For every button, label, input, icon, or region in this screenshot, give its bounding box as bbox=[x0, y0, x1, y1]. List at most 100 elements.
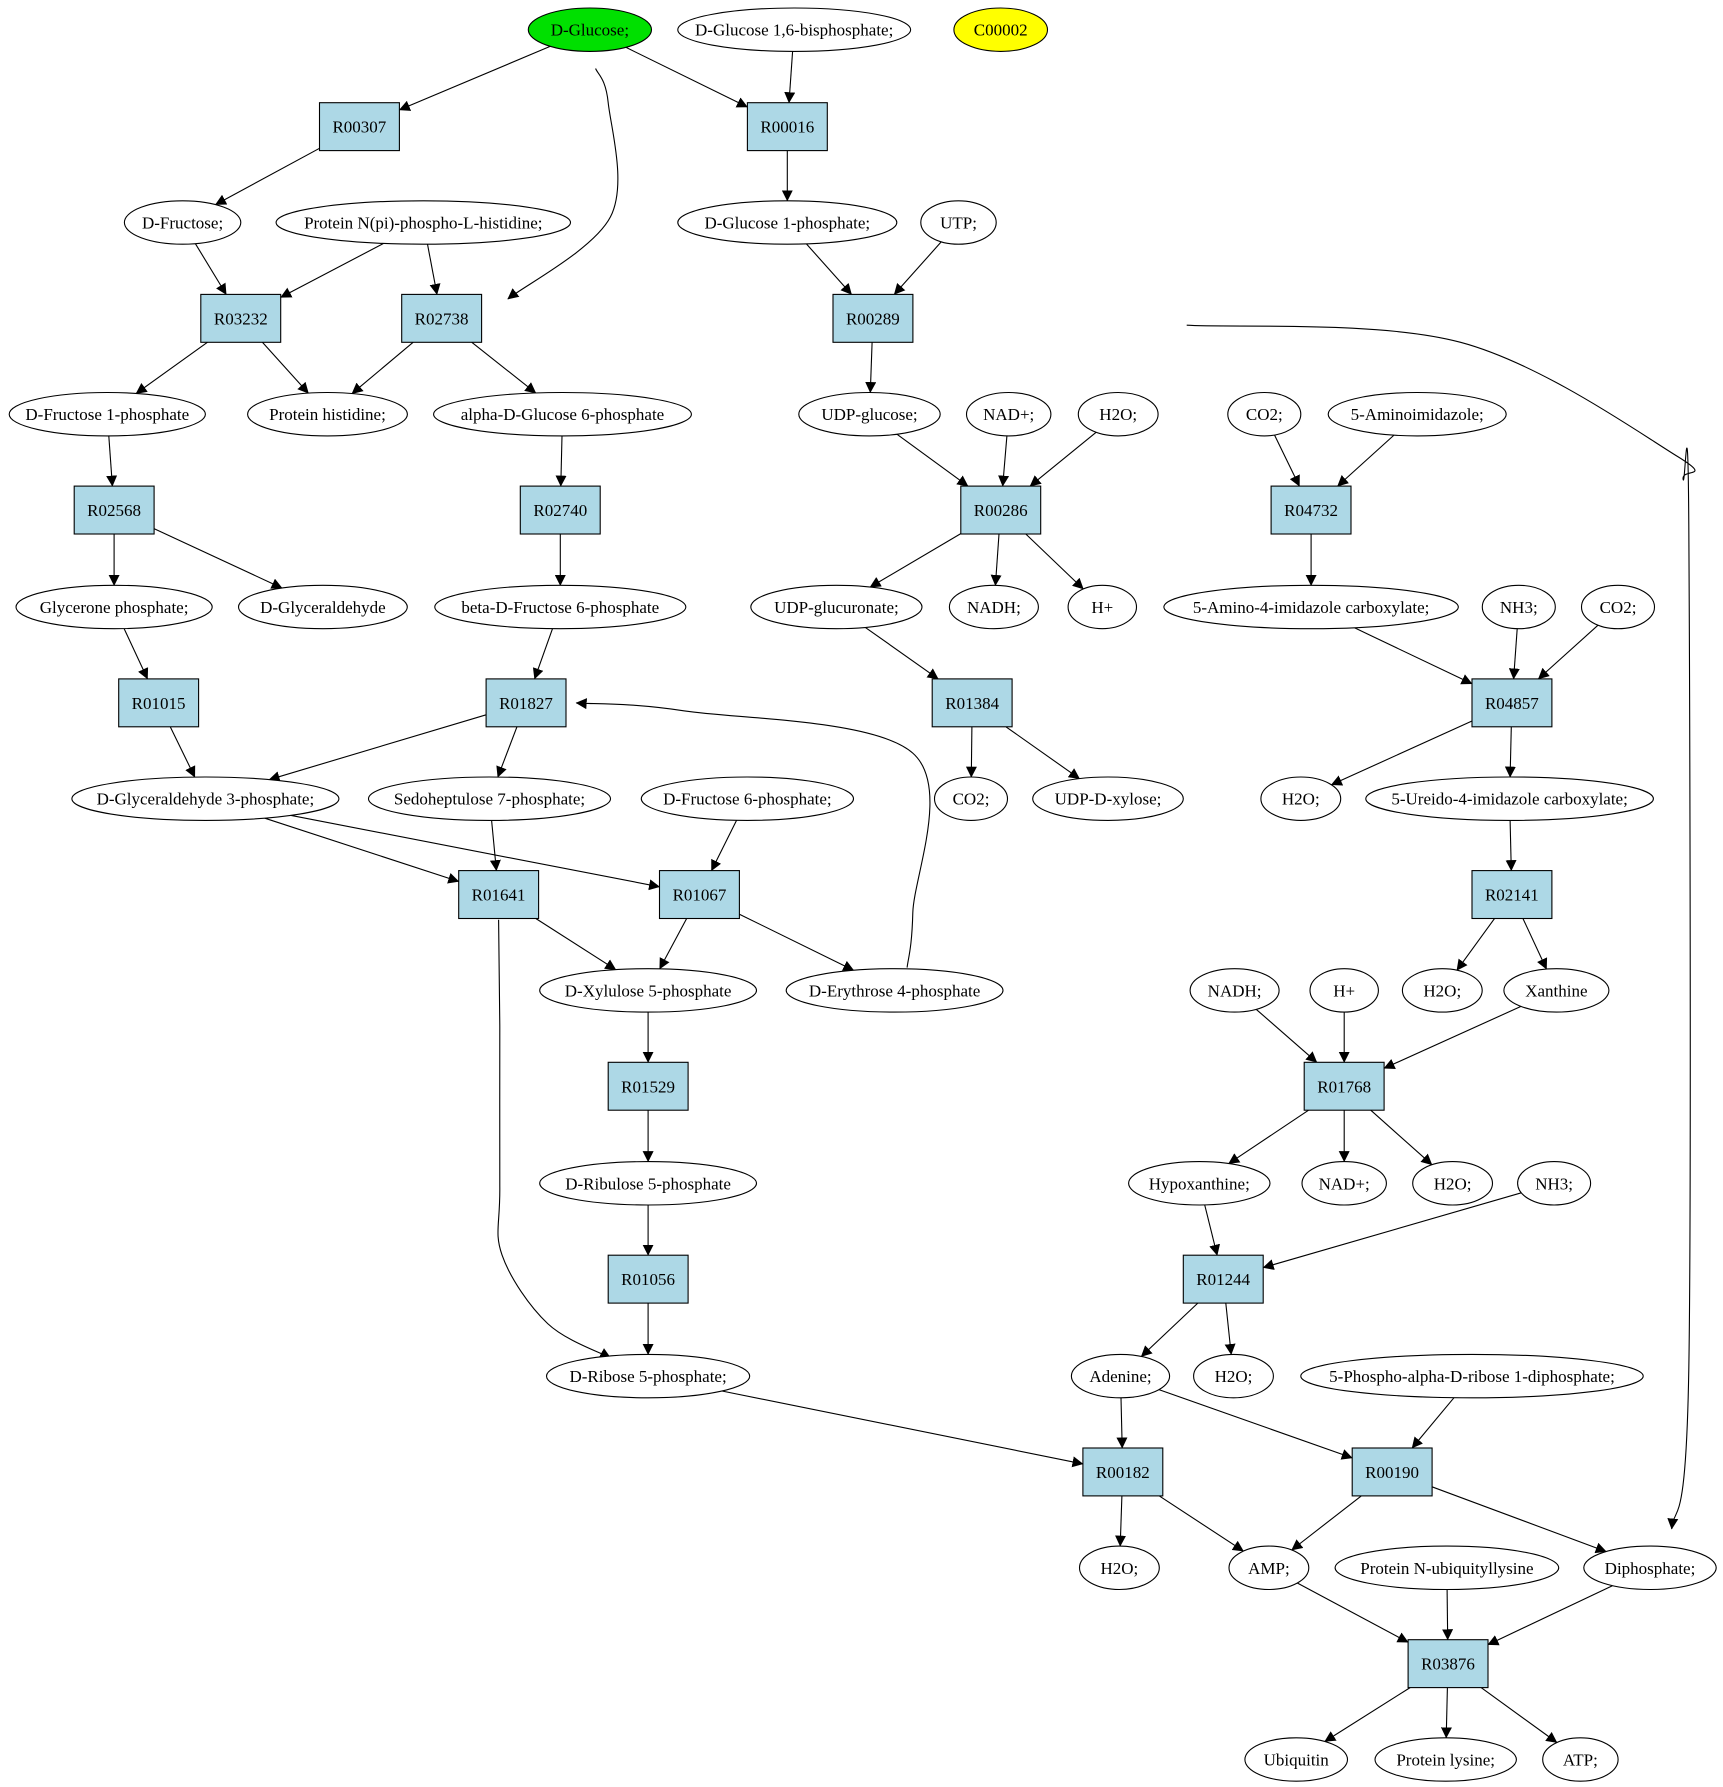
edge-aimid-r04732 bbox=[1337, 434, 1395, 487]
compound-node-hp2[interactable]: H+ bbox=[1309, 968, 1379, 1013]
compound-node-aicarbox[interactable]: 5-Amino-4-imidazole carboxylate; bbox=[1163, 584, 1459, 630]
compound-node-nad2[interactable]: NAD+; bbox=[1301, 1161, 1387, 1206]
reaction-node-r01244[interactable]: R01244 bbox=[1182, 1254, 1264, 1304]
compound-node-fru[interactable]: D-Fructose; bbox=[123, 200, 242, 245]
reaction-node-r02141[interactable]: R02141 bbox=[1471, 870, 1553, 920]
compound-node-nadh1[interactable]: NADH; bbox=[948, 584, 1039, 630]
node-label: R00307 bbox=[332, 118, 386, 137]
reaction-node-r01641[interactable]: R01641 bbox=[458, 870, 540, 920]
reaction-node-r01384[interactable]: R01384 bbox=[931, 678, 1013, 728]
compound-ellipse bbox=[965, 391, 1052, 437]
edge-h2o1-r00286 bbox=[1029, 431, 1097, 487]
compound-node-s7p[interactable]: Sedoheptulose 7-phosphate; bbox=[367, 776, 612, 821]
reaction-node-r03232[interactable]: R03232 bbox=[200, 293, 282, 343]
node-label: H2O; bbox=[1282, 790, 1320, 809]
compound-node-pnubq[interactable]: Protein N-ubiquityllysine bbox=[1334, 1545, 1560, 1591]
reaction-node-r04857[interactable]: R04857 bbox=[1471, 678, 1553, 728]
reaction-node-r03876[interactable]: R03876 bbox=[1407, 1639, 1489, 1689]
compound-node-h2o1[interactable]: H2O; bbox=[1077, 391, 1159, 437]
compound-node-h2o6[interactable]: H2O; bbox=[1078, 1545, 1160, 1591]
reaction-node-r01015[interactable]: R01015 bbox=[118, 678, 200, 728]
compound-node-nh3a[interactable]: NH3; bbox=[1481, 584, 1556, 630]
compound-node-f6p[interactable]: D-Fructose 6-phosphate; bbox=[640, 776, 855, 821]
compound-node-nadh2[interactable]: NADH; bbox=[1189, 968, 1280, 1013]
reaction-node-r00182[interactable]: R00182 bbox=[1082, 1447, 1164, 1497]
reaction-node-r00190[interactable]: R00190 bbox=[1351, 1447, 1433, 1497]
compound-node-ga3p[interactable]: D-Glyceraldehyde 3-phosphate; bbox=[71, 776, 340, 821]
compound-node-udpxyl[interactable]: UDP-D-xylose; bbox=[1032, 776, 1184, 821]
compound-node-amp[interactable]: AMP; bbox=[1228, 1545, 1310, 1591]
reaction-node-r00307[interactable]: R00307 bbox=[318, 102, 400, 152]
compound-node-h2o5[interactable]: H2O; bbox=[1193, 1353, 1274, 1399]
compound-node-g1p[interactable]: D-Glucose 1-phosphate; bbox=[677, 200, 898, 245]
compound-ellipse bbox=[1070, 1353, 1171, 1399]
compound-ellipse bbox=[1300, 1353, 1644, 1399]
compound-node-dgla[interactable]: D-Glyceraldehyde bbox=[237, 584, 408, 630]
compound-node-atp[interactable]: ATP; bbox=[1542, 1737, 1619, 1782]
node-label: R00016 bbox=[760, 118, 814, 137]
compound-node-glyp[interactable]: Glycerone phosphate; bbox=[15, 584, 213, 630]
reaction-node-r04732[interactable]: R04732 bbox=[1270, 485, 1352, 535]
compound-node-f1p[interactable]: D-Fructose 1-phosphate bbox=[8, 391, 206, 437]
compound-node-ag6p[interactable]: alpha-D-Glucose 6-phosphate bbox=[433, 391, 692, 437]
compound-node-glc[interactable]: D-Glucose; bbox=[527, 7, 653, 52]
reaction-node-r01768[interactable]: R01768 bbox=[1303, 1061, 1385, 1111]
compound-node-prpp[interactable]: 5-Phospho-alpha-D-ribose 1-diphosphate; bbox=[1300, 1353, 1644, 1399]
compound-node-h2o3[interactable]: H2O; bbox=[1401, 968, 1483, 1013]
reaction-node-r01827[interactable]: R01827 bbox=[485, 678, 567, 728]
compound-node-hyp[interactable]: Hypoxanthine; bbox=[1128, 1161, 1271, 1206]
edge-nh3a-r04857 bbox=[1508, 628, 1520, 680]
compound-node-nh3b[interactable]: NH3; bbox=[1517, 1161, 1592, 1206]
compound-node-utp[interactable]: UTP; bbox=[920, 200, 997, 245]
compound-node-nad1[interactable]: NAD+; bbox=[965, 391, 1052, 437]
compound-node-h2o2[interactable]: H2O; bbox=[1260, 776, 1342, 821]
compound-ellipse bbox=[1193, 1353, 1274, 1399]
node-label: CO2; bbox=[953, 790, 990, 809]
reaction-node-r01056[interactable]: R01056 bbox=[607, 1254, 689, 1304]
reaction-node-r00016[interactable]: R00016 bbox=[746, 102, 828, 152]
compound-node-ade[interactable]: Adenine; bbox=[1070, 1353, 1171, 1399]
reaction-node-r01067[interactable]: R01067 bbox=[658, 870, 740, 920]
reaction-node-r00289[interactable]: R00289 bbox=[832, 293, 914, 343]
edge-f6p-r01067 bbox=[711, 820, 738, 872]
reaction-node-r02568[interactable]: R02568 bbox=[73, 485, 155, 535]
reaction-node-r02740[interactable]: R02740 bbox=[519, 485, 601, 535]
compound-ellipse bbox=[71, 776, 340, 821]
compound-node-udpgluc[interactable]: UDP-glucuronate; bbox=[750, 584, 923, 630]
compound-node-e4p[interactable]: D-Erythrose 4-phosphate bbox=[785, 968, 1004, 1013]
compound-node-phis[interactable]: Protein histidine; bbox=[247, 391, 408, 437]
reaction-box bbox=[658, 870, 740, 920]
compound-ellipse bbox=[640, 776, 855, 821]
node-label: R04857 bbox=[1485, 694, 1539, 713]
compound-node-xu5p[interactable]: D-Xylulose 5-phosphate bbox=[539, 968, 758, 1013]
compound-node-plys[interactable]: Protein lysine; bbox=[1374, 1737, 1517, 1782]
reaction-node-r02738[interactable]: R02738 bbox=[401, 293, 483, 343]
compound-node-aimid[interactable]: 5-Aminoimidazole; bbox=[1327, 391, 1507, 437]
reaction-node-r01529[interactable]: R01529 bbox=[607, 1061, 689, 1111]
compound-node-pnhis[interactable]: Protein N(pi)-phospho-L-histidine; bbox=[275, 200, 572, 245]
compound-node-ureido[interactable]: 5-Ureido-4-imidazole carboxylate; bbox=[1365, 776, 1654, 821]
compound-node-r5p[interactable]: D-Ribose 5-phosphate; bbox=[545, 1353, 751, 1399]
compound-ellipse bbox=[1412, 1161, 1494, 1206]
compound-node-ru5p[interactable]: D-Ribulose 5-phosphate bbox=[539, 1161, 758, 1206]
edge-ade-r00182 bbox=[1116, 1397, 1128, 1449]
compound-ellipse bbox=[247, 391, 408, 437]
reaction-node-r00286[interactable]: R00286 bbox=[960, 485, 1042, 535]
compound-node-bf6p[interactable]: beta-D-Fructose 6-phosphate bbox=[434, 584, 687, 630]
node-label: R01067 bbox=[673, 886, 727, 905]
compound-node-co2a[interactable]: CO2; bbox=[1227, 391, 1302, 437]
node-label: CO2; bbox=[1600, 598, 1637, 617]
compound-node-hp1[interactable]: H+ bbox=[1067, 584, 1138, 630]
compound-node-co2b[interactable]: CO2; bbox=[1580, 584, 1656, 630]
compound-node-udpg[interactable]: UDP-glucose; bbox=[798, 391, 941, 437]
reaction-box bbox=[931, 678, 1013, 728]
compound-node-co2c[interactable]: CO2; bbox=[933, 776, 1009, 821]
compound-node-h2o4[interactable]: H2O; bbox=[1412, 1161, 1494, 1206]
compound-node-xan[interactable]: Xanthine bbox=[1503, 968, 1610, 1013]
compound-node-ppi[interactable]: Diphosphate; bbox=[1583, 1545, 1717, 1591]
compound-node-g16bp[interactable]: D-Glucose 1,6-bisphosphate; bbox=[677, 7, 912, 52]
compound-node-c00002[interactable]: C00002 bbox=[953, 7, 1049, 52]
edge-r01827-s7p bbox=[496, 726, 518, 778]
node-label: R01056 bbox=[621, 1270, 675, 1289]
compound-node-ubq[interactable]: Ubiquitin bbox=[1244, 1737, 1349, 1782]
